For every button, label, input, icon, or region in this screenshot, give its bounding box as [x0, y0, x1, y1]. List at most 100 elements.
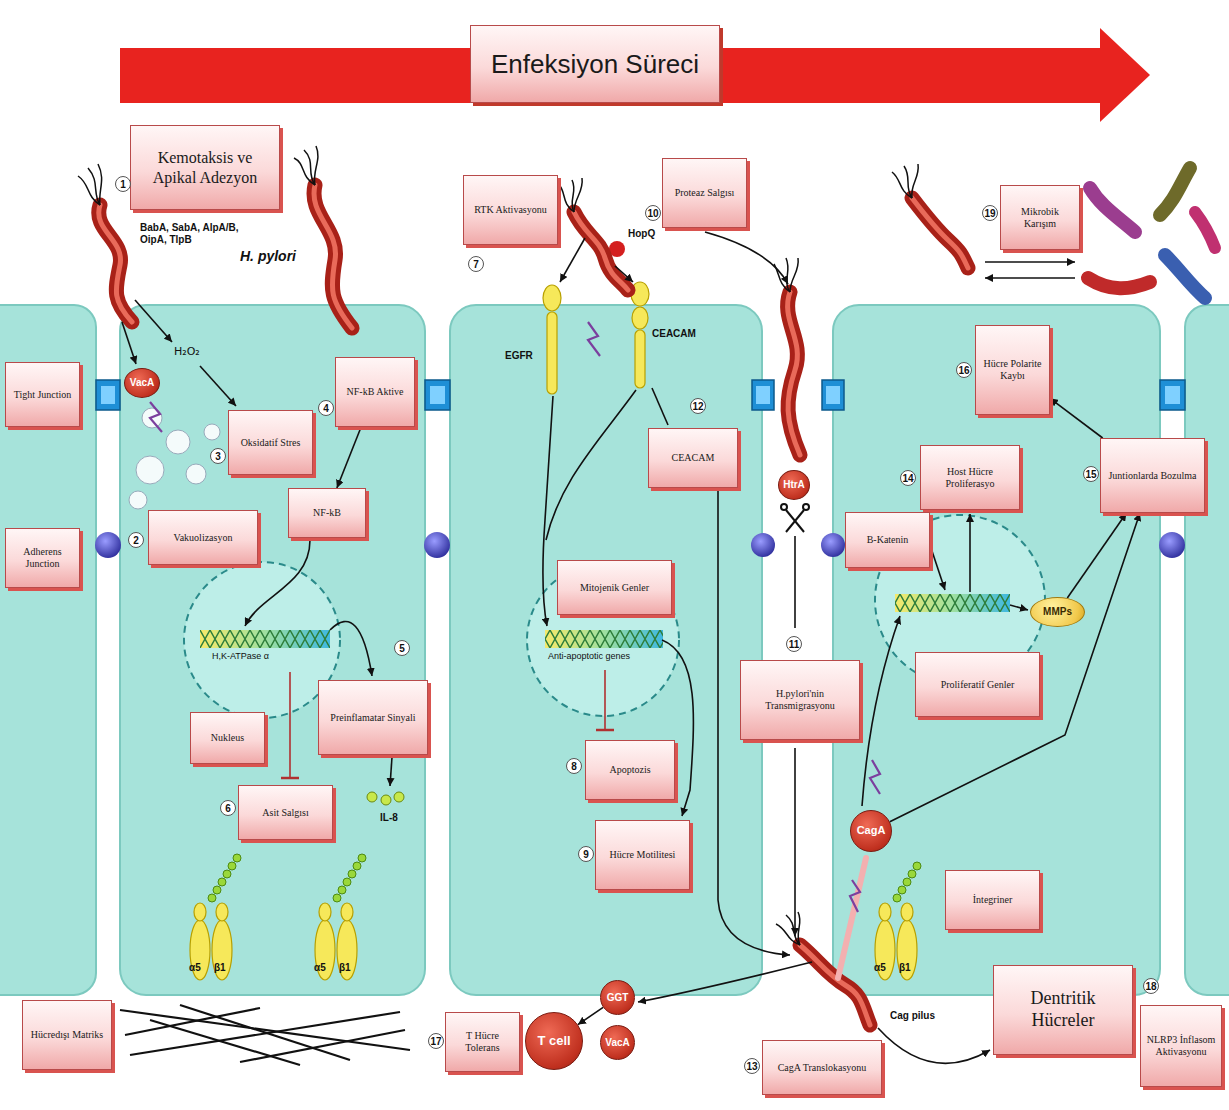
- node-text: Preinflamatar Sinyali: [330, 712, 415, 724]
- node-text: İntegriner: [973, 894, 1012, 906]
- part-label: α5: [314, 962, 326, 974]
- node-text: T Hücre Tolerans: [451, 1030, 514, 1054]
- part-label: α5: [189, 962, 201, 974]
- process-box: T Hücre Tolerans: [445, 1012, 520, 1072]
- callout-number: 12: [690, 398, 706, 414]
- process-box: İntegriner: [945, 870, 1040, 930]
- marker-circle: HtrA: [778, 470, 810, 500]
- callout-number: 17: [428, 1033, 444, 1049]
- node-text: Proliferatif Genler: [941, 679, 1015, 691]
- callout-number: 1: [115, 176, 131, 192]
- part-label: β1: [899, 962, 911, 974]
- marker-circle: VacA: [124, 368, 160, 398]
- process-box: Preinflamatar Sinyali: [318, 680, 428, 755]
- callout-number: 18: [1143, 978, 1159, 994]
- node-text: NF-kB: [313, 507, 341, 519]
- marker-circle: GGT: [600, 980, 635, 1015]
- process-box: CEACAM: [648, 428, 738, 488]
- node-text: Oksidatif Stres: [241, 437, 301, 449]
- node-text: Adherens Junction: [11, 546, 74, 570]
- node-text: Vakuolizasyon: [174, 532, 233, 544]
- node-text: NLRP3 İnflasom Aktivasyonu: [1146, 1034, 1216, 1058]
- process-box: H.pylori'nin Transmigrasyonu: [740, 660, 860, 740]
- callout-number: 8: [566, 758, 582, 774]
- process-box: Host Hücre Proliferasyo: [920, 445, 1020, 510]
- callout-number: 13: [744, 1058, 760, 1074]
- callout-number: 14: [900, 470, 916, 486]
- process-box: CagA Translokasyonu: [762, 1040, 882, 1095]
- part-label: H. pylori: [240, 248, 296, 264]
- node-text: GGT: [607, 992, 629, 1004]
- title-banner: Enfeksiyon Süreci: [470, 25, 720, 103]
- process-box: Vakuolizasyon: [148, 510, 258, 565]
- node-text: Dentritik Hücreler: [999, 988, 1127, 1031]
- callout-number: 4: [318, 400, 334, 416]
- process-box: NF-kB: [288, 488, 366, 538]
- part-label: Cag pilus: [890, 1010, 940, 1022]
- node-text: Mitojenik Genler: [580, 582, 649, 594]
- node-text: Apoptozis: [609, 764, 650, 776]
- node-text: HtrA: [783, 479, 805, 491]
- node-text: Hücre Polarite Kaybı: [981, 358, 1044, 382]
- node-text: VacA: [130, 377, 154, 389]
- process-box: Adherens Junction: [5, 528, 80, 588]
- part-label: β1: [339, 962, 351, 974]
- part-label: HopQ: [628, 228, 655, 240]
- process-box: Dentritik Hücreler: [993, 965, 1133, 1055]
- node-text: Host Hücre Proliferasyo: [926, 466, 1014, 490]
- node-text: Kemotaksis ve Apikal Adezyon: [136, 148, 274, 186]
- connector-arrow: [337, 427, 361, 488]
- part-label: H₂O₂: [174, 346, 200, 359]
- callout-number: 9: [578, 846, 594, 862]
- callout-number: 19: [982, 205, 998, 221]
- process-box: Mikrobik Karışım: [1000, 185, 1080, 250]
- process-box: B-Katenin: [845, 512, 930, 568]
- node-text: H.pylori'nin Transmigrasyonu: [746, 688, 854, 712]
- process-box: Hücre Polarite Kaybı: [975, 325, 1050, 415]
- callout-number: 10: [645, 205, 661, 221]
- callout-number: 11: [786, 636, 802, 652]
- process-box: Nukleus: [190, 712, 265, 764]
- process-box: NF-kB Aktive: [335, 357, 415, 427]
- marker-circle: T cell: [525, 1012, 583, 1070]
- marker-circle: VacA: [600, 1025, 635, 1060]
- marker-circle: CagA: [850, 810, 892, 852]
- process-box: RTK Aktivasyonu: [463, 175, 558, 245]
- connector-arrow: [1067, 513, 1126, 598]
- process-box: Tight Junction: [5, 362, 80, 427]
- connector-arrow: [578, 1007, 603, 1024]
- process-box: Oksidatif Stres: [228, 410, 313, 475]
- node-text: CEACAM: [672, 452, 715, 464]
- node-text: CagA Translokasyonu: [778, 1062, 867, 1074]
- part-label: EGFR: [505, 350, 533, 362]
- node-text: Tight Junction: [14, 389, 72, 401]
- node-text: MMPs: [1043, 606, 1072, 618]
- callout-number: 7: [468, 256, 484, 272]
- node-text: T cell: [537, 1033, 570, 1049]
- part-label: CEACAM: [652, 328, 696, 340]
- node-text: VacA: [605, 1037, 629, 1049]
- process-box: NLRP3 İnflasom Aktivasyonu: [1140, 1005, 1222, 1087]
- process-box: Juntionlarda Bozulma: [1100, 438, 1205, 513]
- node-text: B-Katenin: [867, 534, 909, 546]
- callout-number: 5: [394, 640, 410, 656]
- part-label: BabA, SabA, AlpA/B, OipA, TlpB: [140, 222, 240, 245]
- node-text: Hücredışı Matriks: [31, 1029, 104, 1041]
- callout-number: 6: [220, 800, 236, 816]
- process-box: Proliferatif Genler: [915, 652, 1040, 717]
- node-text: Juntionlarda Bozulma: [1108, 470, 1196, 482]
- process-box: Hücre Motilitesi: [595, 820, 690, 890]
- callout-number: 2: [128, 532, 144, 548]
- node-text: Proteaz Salgısı: [675, 187, 735, 199]
- process-box: Asit Salgısı: [238, 785, 333, 840]
- callout-number: 3: [210, 448, 226, 464]
- part-label: IL-8: [380, 812, 398, 824]
- node-text: Nukleus: [211, 732, 244, 744]
- node-text: NF-kB Aktive: [347, 386, 404, 398]
- process-box: Apoptozis: [585, 740, 675, 800]
- part-label: β1: [214, 962, 226, 974]
- part-label: α5: [874, 962, 886, 974]
- part-label: H,K-ATPase α: [212, 651, 269, 661]
